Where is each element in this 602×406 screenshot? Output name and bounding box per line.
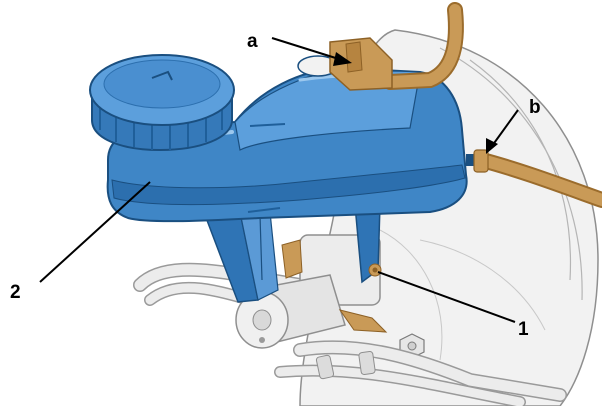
- callout-2-leader: [39, 181, 151, 283]
- callout-a: a: [247, 31, 352, 66]
- callout-b-leader: [491, 109, 519, 147]
- mounting-bolt: [368, 263, 382, 277]
- callout-2-label: 2: [10, 282, 21, 303]
- brake-fluid-hose: [329, 2, 464, 91]
- callout-1-label: 1: [518, 319, 529, 340]
- callout-b-label: b: [529, 97, 541, 118]
- callout-a-label: a: [247, 31, 258, 52]
- callout-a-leader: [271, 37, 343, 61]
- callout-b: b: [486, 97, 541, 154]
- callout-1: 1: [377, 271, 529, 340]
- callout-1-leader: [377, 271, 516, 323]
- reservoir-cap: [89, 54, 235, 152]
- brake-fluid-reservoir: [106, 55, 468, 223]
- arrowhead-icon: [333, 52, 352, 66]
- clutch-supply-hose: [466, 149, 602, 208]
- arrowhead-icon: [486, 138, 498, 154]
- brake-lines: [133, 262, 567, 406]
- callout-2: 2: [10, 181, 151, 303]
